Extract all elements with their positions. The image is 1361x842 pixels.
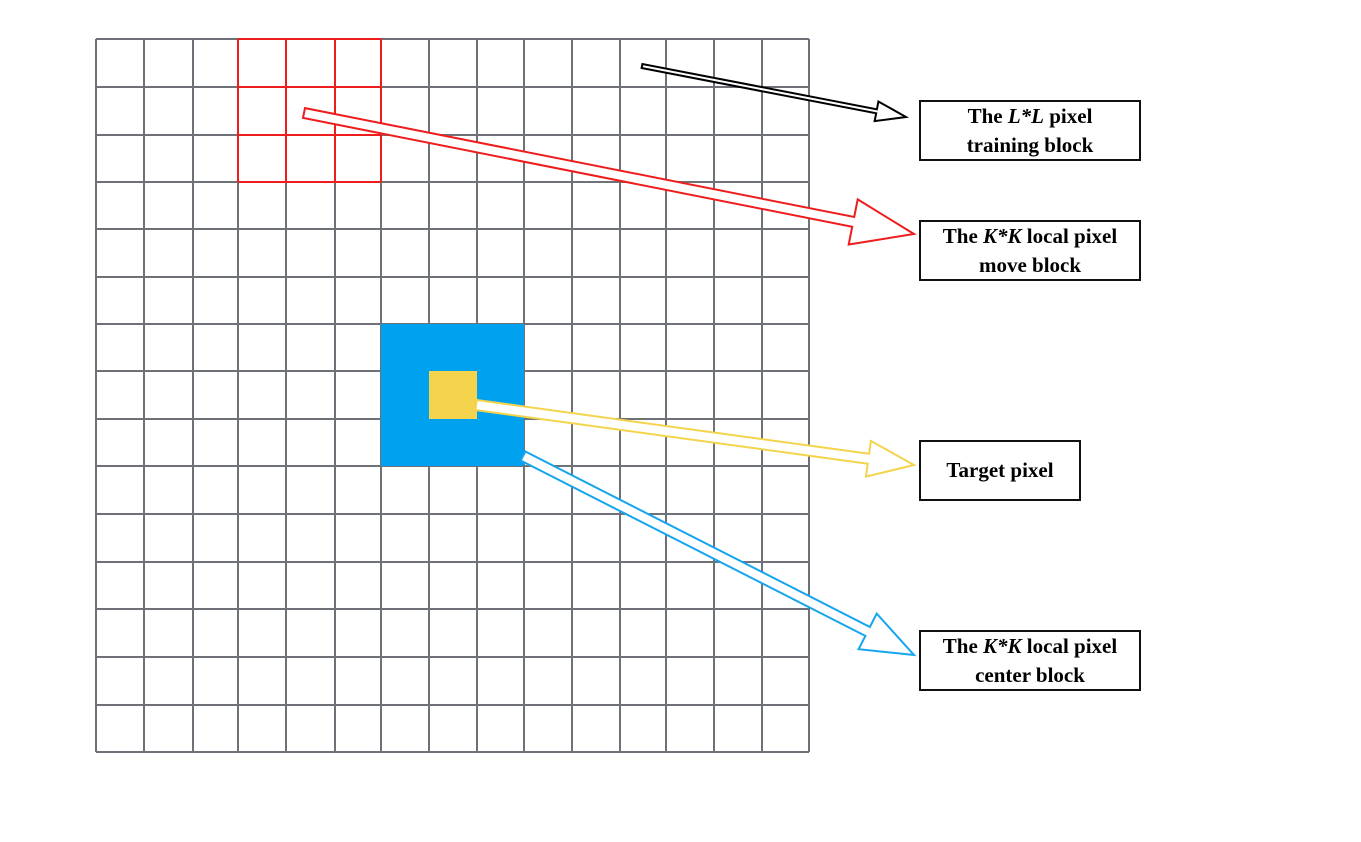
training-block-outline <box>237 38 382 183</box>
move-block-label: The K*K local pixel move block <box>919 220 1141 281</box>
move-label-line2: move block <box>978 252 1082 277</box>
move-label-line1: The K*K local pixel <box>942 223 1118 248</box>
training-label-line2: training block <box>966 132 1094 157</box>
target-pixel <box>429 371 477 419</box>
target-pixel-arrow <box>474 398 917 478</box>
training-block-label: The L*L pixel training block <box>919 100 1141 161</box>
move-block-arrow <box>301 106 917 246</box>
target-label-line1: Target pixel <box>946 458 1054 482</box>
training-block-arrow <box>640 62 910 123</box>
center-label-line1: The K*K local pixel <box>942 633 1118 658</box>
target-pixel-label: Target pixel <box>919 440 1081 501</box>
center-label-line2: center block <box>975 662 1085 687</box>
training-label-line1: The L*L pixel <box>967 103 1093 128</box>
target-pixel-fill <box>429 371 477 419</box>
callout-arrows <box>301 62 917 657</box>
center-block-label: The K*K local pixel center block <box>919 630 1141 691</box>
center-block-arrow <box>519 450 917 657</box>
